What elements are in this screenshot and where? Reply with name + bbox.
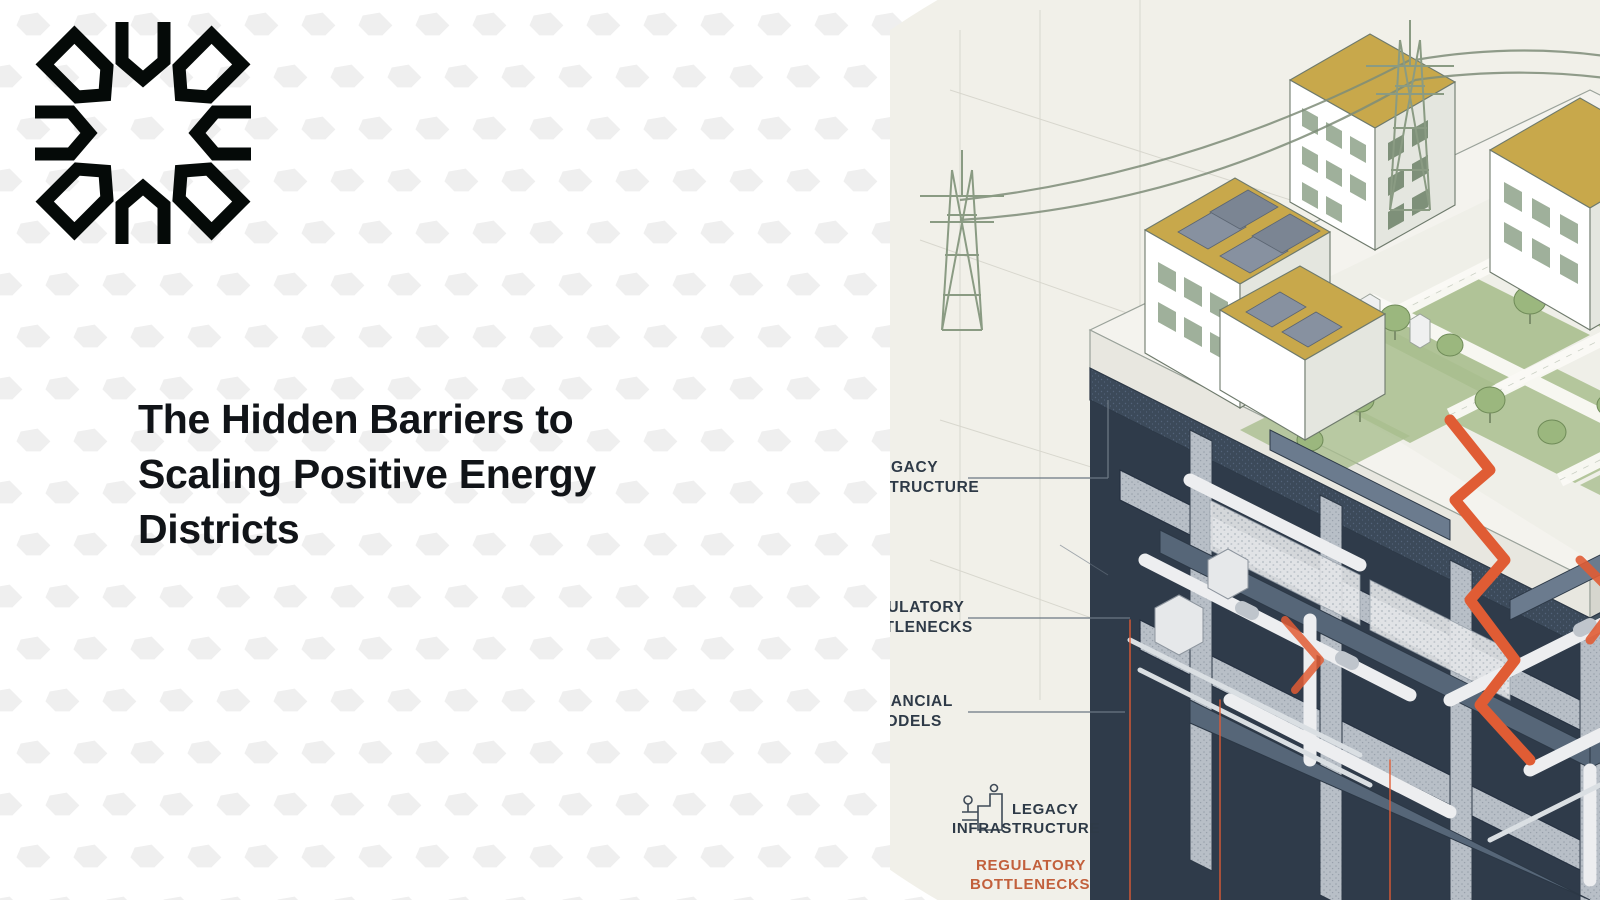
solar-array xyxy=(1177,189,1321,274)
underground-cutaway xyxy=(1090,400,1600,900)
brand-logo[interactable] xyxy=(18,8,268,258)
pylon-center xyxy=(1366,20,1454,211)
isometric-district-cutaway-svg: LEGACY INFRASTRUCTURE REGULATORY BOTTLEN… xyxy=(890,0,1600,900)
utility-pipes xyxy=(1127,473,1600,887)
annotation-legacy-line1: LEGACY xyxy=(890,459,938,476)
annotation-legacy-line2: INFRASTRUCTURE xyxy=(890,479,979,496)
storage-tanks xyxy=(1154,548,1249,656)
annotation-labels: LEGACY INFRASTRUCTURE REGULATORY BOTTLEN… xyxy=(890,400,1130,730)
barrier-indicators xyxy=(1129,414,1600,900)
annotation-regulatory-line1: REGULATORY xyxy=(890,599,965,616)
illustration-legend: LEGACY INFRASTRUCTURE REGULATORY BOTTLEN… xyxy=(952,783,1100,893)
pylon-left xyxy=(920,150,1004,331)
annotation-regulatory-line2: BOTTLENECKS xyxy=(890,619,973,636)
power-transmission xyxy=(920,20,1600,331)
hero-illustration: LEGACY INFRASTRUCTURE REGULATORY BOTTLEN… xyxy=(890,0,1600,900)
buildings-cluster xyxy=(1143,33,1600,441)
legend-regulatory-line1: REGULATORY xyxy=(976,857,1086,874)
legend-regulatory-line2: BOTTLENECKS xyxy=(970,876,1090,893)
legend-legacy-line2: INFRASTRUCTURE xyxy=(952,820,1100,837)
legacy-plant-icon xyxy=(962,783,1003,831)
annotation-financial-line1: FINANCIAL xyxy=(890,693,953,710)
annotation-financial-line2: MODELS xyxy=(890,713,942,730)
building-front-small xyxy=(1218,265,1387,441)
page-title: The Hidden Barriers to Scaling Positive … xyxy=(138,396,596,552)
radial-pentagon-burst-icon xyxy=(18,8,268,258)
building-right-tower xyxy=(1488,97,1600,331)
building-tower xyxy=(1288,33,1457,251)
legend-legacy-line1: LEGACY xyxy=(1012,801,1079,818)
